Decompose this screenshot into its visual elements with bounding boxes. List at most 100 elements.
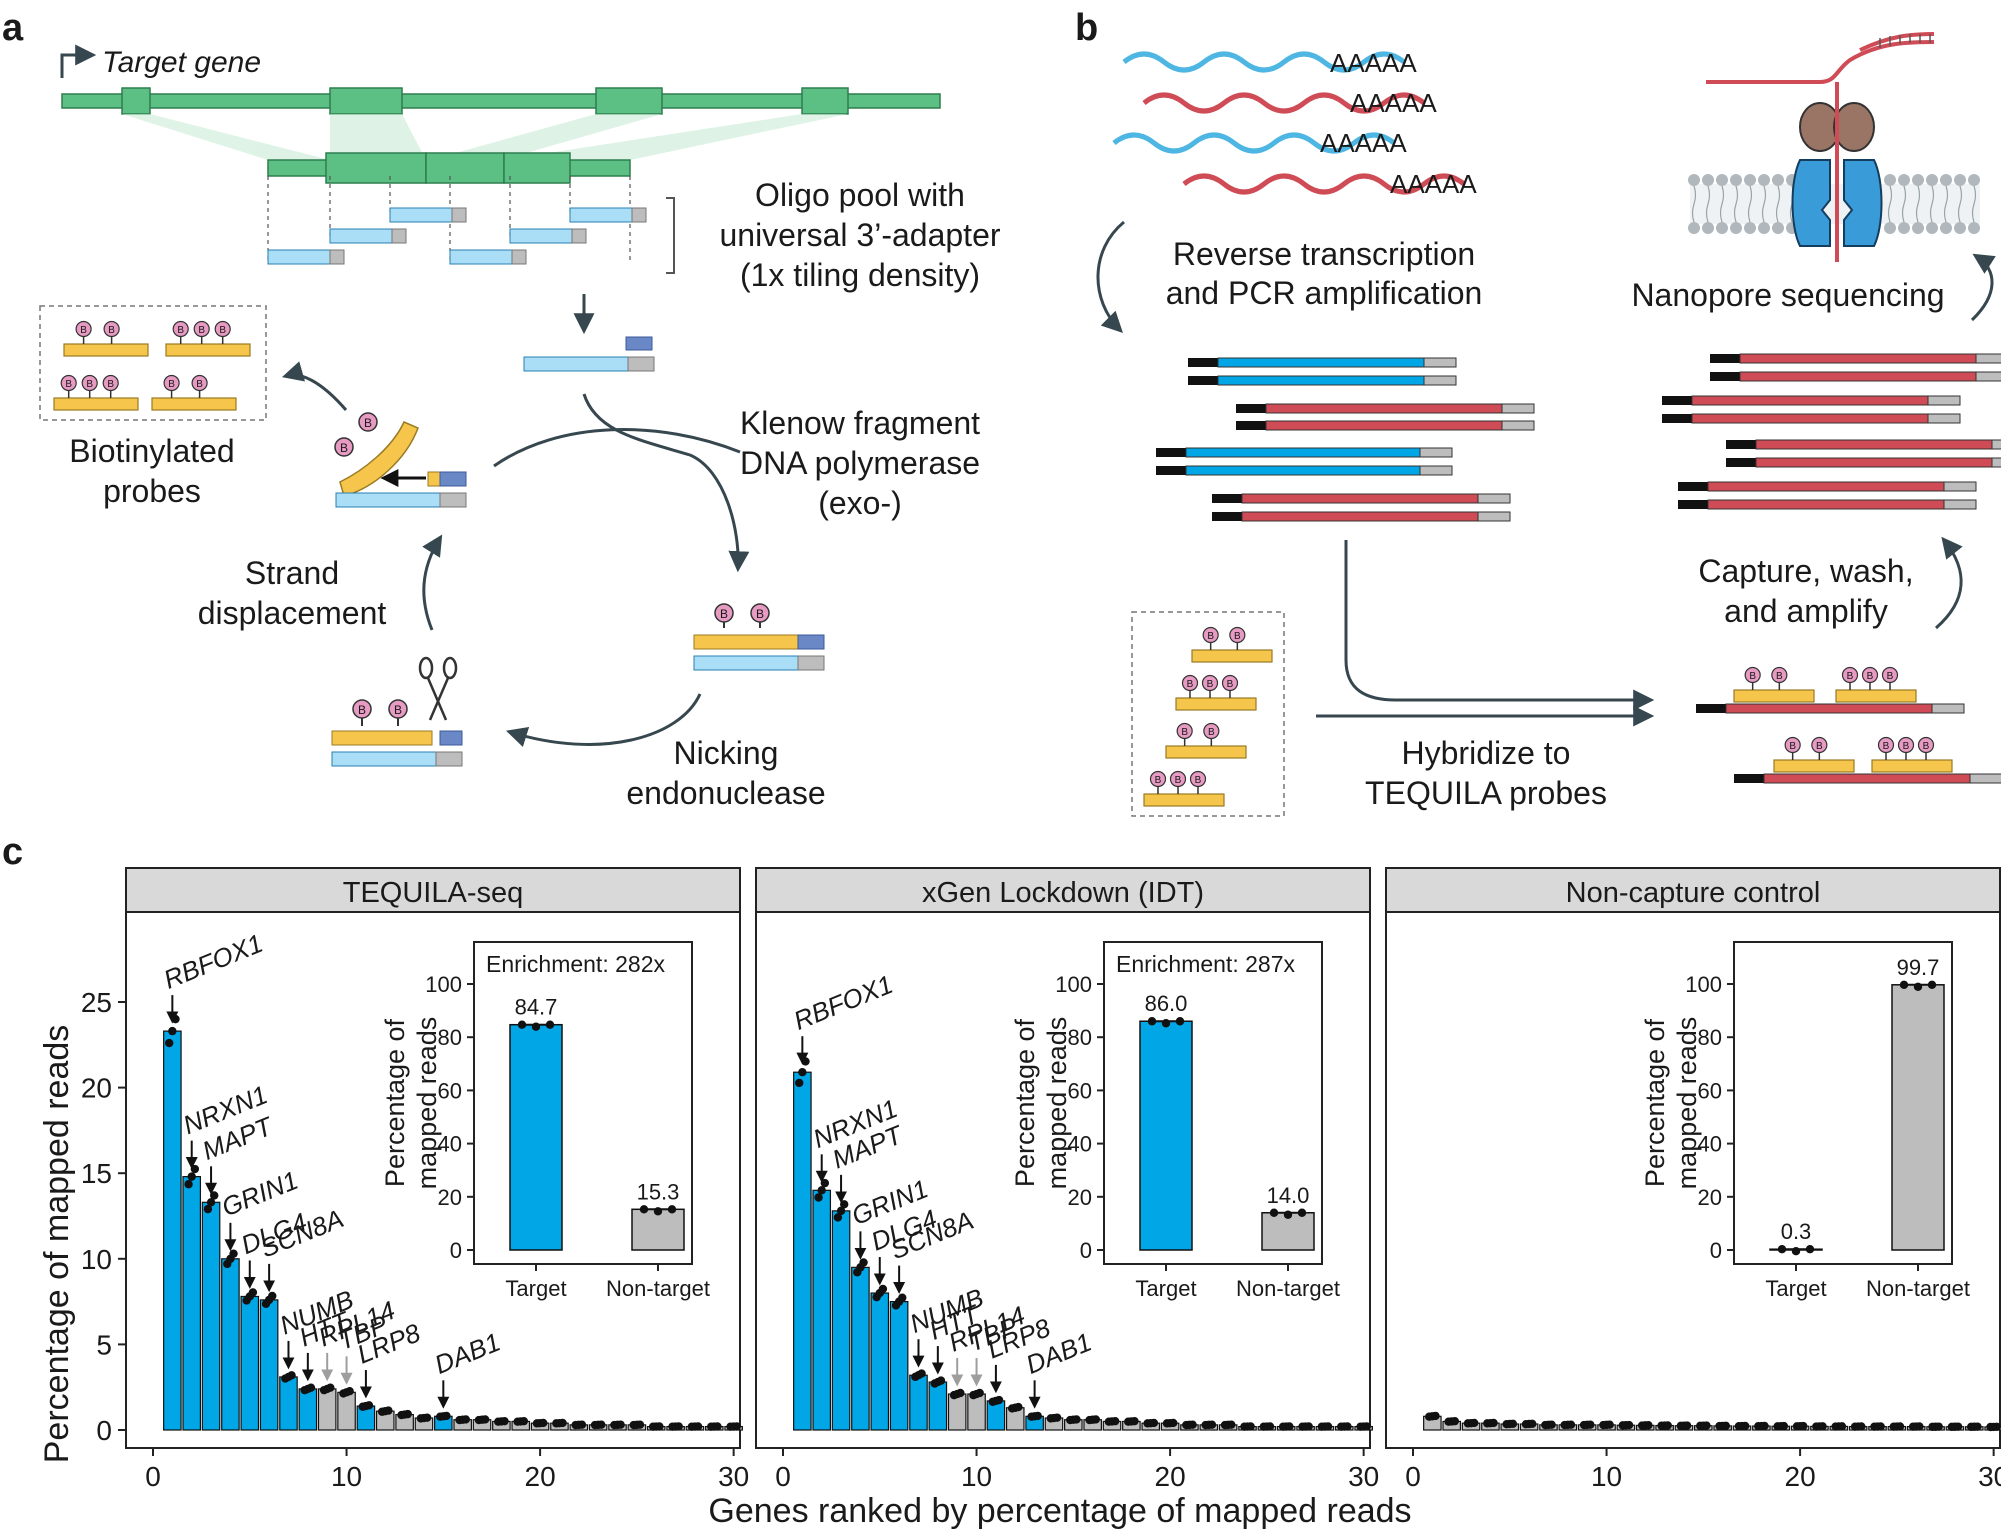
x-tick-label: 20 [1155,1461,1186,1492]
inset-y-axis-label-line: Percentage of [380,1018,410,1187]
facet-title: TEQUILA-seq [343,877,524,909]
replicate-dot [1721,1421,1731,1430]
bar [870,1292,890,1431]
lipid-head [1702,174,1714,186]
bar [889,1300,909,1431]
insert [1241,511,1479,522]
lipid-head [1744,222,1756,234]
cycle-arrow-nicking [505,693,702,748]
inset-value-label: 86.0 [1145,991,1188,1016]
adapter-5p [1662,396,1692,405]
replicate-dot [994,1395,1004,1405]
cdna-molecule [1156,465,1453,476]
lipid-head [1912,174,1924,186]
replicate-dot [384,1406,393,1415]
insert [1755,439,1993,450]
x-tick-label: 0 [775,1461,791,1492]
replicate-dot [422,1413,432,1422]
cdna-library [1156,357,1535,522]
lipid-head [1898,222,1910,234]
replicate-dot [1304,1422,1313,1431]
adapter-5p [1236,404,1266,413]
inset-y-axis-label-line: mapped reads [412,1017,442,1190]
panel-b-letter: b [1075,7,1098,49]
cdna-molecule [1188,357,1457,368]
biotin-icon [1841,666,1859,684]
replicate-dot [1682,1421,1692,1430]
adapter-5p [1662,414,1692,423]
oligo-bracket [666,197,675,274]
inset-y-tick-label: 100 [1685,972,1722,997]
lipid-head [1688,174,1700,186]
probe-strand [1191,649,1273,663]
replicate-dot [539,1418,548,1428]
replicate-dot [1663,1421,1672,1430]
replicate-dot [616,1420,625,1429]
replicate-dot [1779,1421,1789,1431]
adapter-3p [1501,403,1535,414]
biotin-icon [75,320,92,338]
replicate-dot [1110,1416,1120,1426]
lipid-tail [1901,185,1907,223]
panel-c-letter: c [2,831,23,873]
strand-displacement-duplex: BB [334,412,467,508]
insert [1185,447,1421,458]
inset-y-tick-label: 60 [438,1078,462,1103]
replicate-dot [306,1383,316,1392]
replicate-dot [1489,1418,1498,1428]
replicate-dot [500,1416,509,1426]
replicate-dot [1207,1420,1217,1429]
cdna-molecule [1662,395,1961,406]
lipid-tail [1705,185,1711,223]
y-tick-label: 20 [81,1073,112,1104]
bar [986,1400,1006,1431]
inset-x-tick-label: Target [505,1276,566,1301]
biotin-icon [1189,770,1207,788]
lipid-head [1758,174,1770,186]
inset-y-tick-label: 80 [1698,1025,1722,1050]
biotin-letter: B [86,379,93,390]
biotin-letter: B [1847,671,1854,682]
nanopore-icon [1688,32,1980,262]
sequencing-arrow [1970,253,1996,322]
biotin-icon [1229,626,1246,644]
replicate-dot [168,1026,177,1036]
probe-strand [63,343,149,357]
replicate-dot [1285,1422,1294,1431]
insert [1691,395,1929,406]
biotin-letter: B [1816,741,1823,752]
replicate-dot [1973,1422,1982,1431]
inset-y-axis-label-line: mapped reads [1042,1017,1072,1190]
inset-x-tick-label: Target [1135,1276,1196,1301]
library-to-capture-arrow [1344,540,1655,711]
lipid-head [1744,174,1756,186]
biotin-letter: B [1883,741,1890,752]
cdna-molecule [1678,481,1977,492]
svg-text:B: B [720,607,728,621]
lipid-head [1730,174,1742,186]
replicate-dot [1169,1418,1178,1428]
replicate-dot [1246,1422,1255,1431]
biotin-icon [60,374,77,392]
cdna-molecule [1156,447,1453,458]
inset-y-tick-label: 0 [1710,1238,1722,1263]
inset-y-tick-label: 60 [1068,1078,1092,1103]
release-arrow [281,361,348,411]
replicate-dot [674,1422,683,1431]
capture-label: Capture, wash,and amplify [1698,553,1913,629]
bar [298,1388,318,1431]
bar [909,1374,928,1431]
facet-title: xGen Lockdown (IDT) [922,877,1204,909]
adapter-5p [1726,440,1756,449]
adapter-5p [1156,448,1186,457]
replicate-dot [713,1422,722,1431]
adapter-3p [1975,353,2001,364]
x-tick-label: 20 [1785,1461,1816,1492]
